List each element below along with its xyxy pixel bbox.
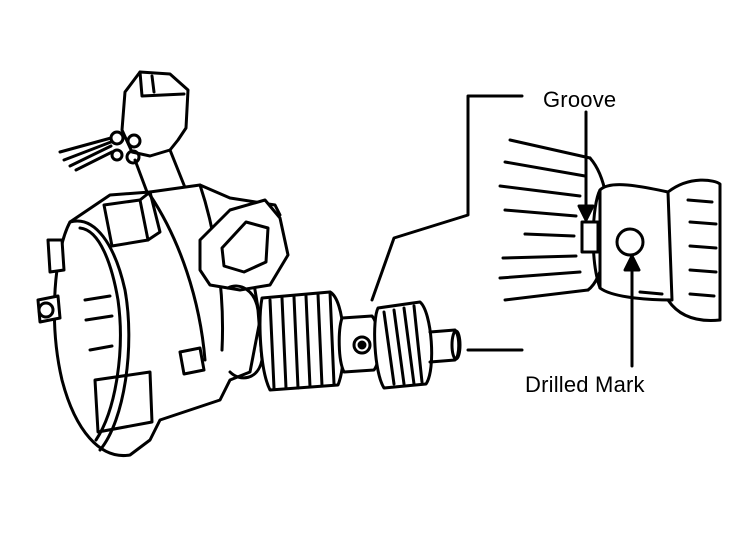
- groove-notch: [580, 220, 600, 254]
- shaft-assembly: [258, 290, 462, 392]
- groove-label: Groove: [543, 87, 617, 112]
- detail-callout-bracket: [370, 94, 524, 352]
- distributor-body: [36, 70, 290, 458]
- drilled-mark-hole: [615, 227, 645, 257]
- wire-connector: [58, 70, 190, 202]
- detail-view: [498, 110, 722, 368]
- groove-leader-arrow: [577, 204, 595, 222]
- drilled-mark-leader-arrow: [623, 254, 641, 272]
- drilled-mark-label: Drilled Mark: [525, 372, 645, 397]
